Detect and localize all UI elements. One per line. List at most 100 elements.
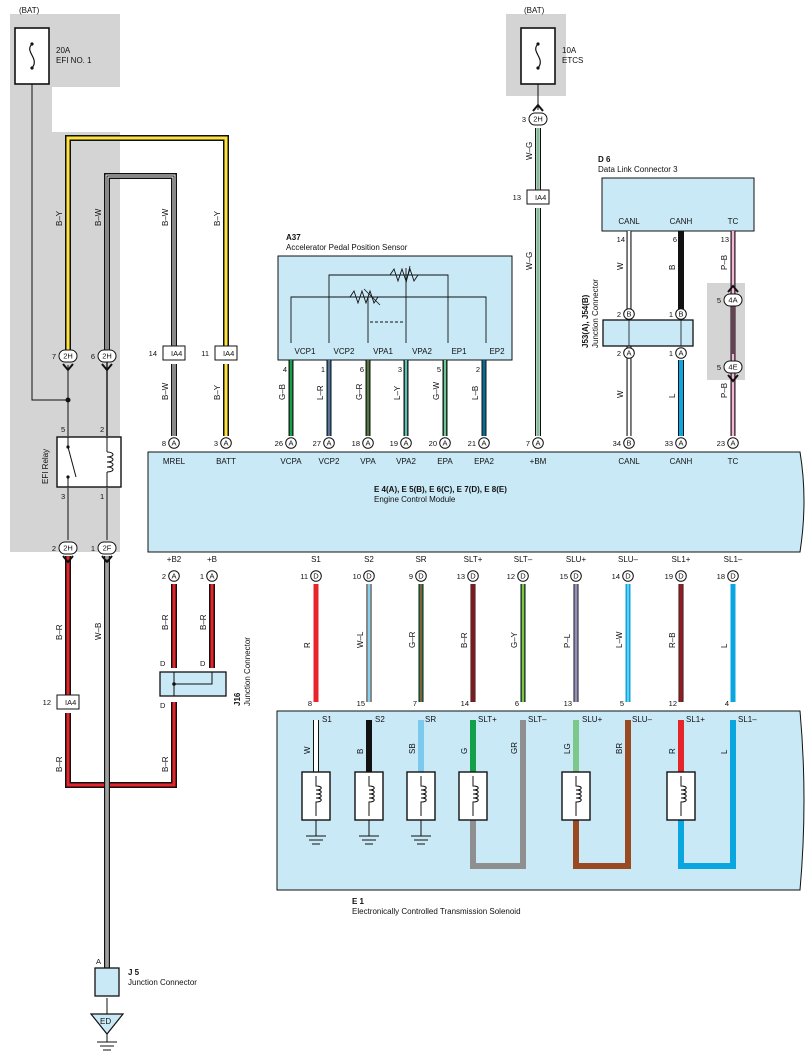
sol-term-5: SLU+ <box>582 715 603 724</box>
term-mrel-pin: 8 <box>162 439 166 448</box>
term-slu-plus-letter: D <box>573 572 579 581</box>
sol-term-1: S2 <box>375 715 385 724</box>
wire-relay-out <box>67 488 108 540</box>
relay-pin2: 2 <box>100 425 104 434</box>
wire-code-34: L <box>720 643 729 648</box>
apps-pin-p5_sensor: 5 <box>437 365 441 374</box>
term-vpa2-letter: A <box>403 439 408 448</box>
wire-code-38: G <box>460 748 469 754</box>
ecm-bottom-6: SLT– <box>514 555 533 564</box>
jc-a2-letter: A <box>626 349 631 358</box>
ecm-top-11: TC <box>728 457 739 466</box>
dlc-pin-14: 14 <box>617 235 625 244</box>
ecm-top-2: VCPA <box>280 457 302 466</box>
ecm-bottom-7: SLU+ <box>566 555 587 564</box>
ecm-top-4: VPA <box>360 457 376 466</box>
wire-code-16: G–R <box>355 383 364 400</box>
apps-name: Accelerator Pedal Position Sensor <box>286 243 408 252</box>
ecm-bottom-10: SL1– <box>724 555 743 564</box>
term-b2: A2 <box>162 570 180 582</box>
term-s1: D11 <box>300 570 322 582</box>
ia4-14: IA4 <box>171 349 182 358</box>
fuse-efi-no1 <box>14 27 50 85</box>
relay-name: EFI Relay <box>41 449 50 484</box>
apps-term-5: EP2 <box>489 347 505 356</box>
wire-code-4: B–W <box>161 382 170 400</box>
wire-code-7: W–B <box>94 623 103 640</box>
wire-code-0: B–Y <box>55 210 64 226</box>
solenoid-coil-2 <box>354 771 384 821</box>
relay-pin1: 1 <box>100 492 104 501</box>
dlc-id: D 6 <box>598 155 611 164</box>
wire-code-2: B–W <box>161 208 170 226</box>
term-batt: A3 <box>214 437 232 449</box>
sol-pin-p8: 8 <box>308 699 312 708</box>
term-vcp2-pin: 27 <box>313 439 321 448</box>
jc-b2-letter: B <box>626 310 631 319</box>
term-sl1-plus-pin: 19 <box>665 572 673 581</box>
ecm-bottom-2: S1 <box>311 555 321 564</box>
conn-2h-6-label: 2H <box>102 352 112 361</box>
wire-code-19: L–B <box>471 386 480 400</box>
sol-pin-p15: 15 <box>357 699 365 708</box>
wire-code-40: LG <box>563 743 572 754</box>
jc53-id: J53(A), J54(B) <box>581 294 590 348</box>
j16-box <box>159 671 227 697</box>
conn-2h-3-label: 2H <box>533 115 543 124</box>
term-slu-minus: D14 <box>612 570 634 582</box>
j16-pin-d3: D <box>160 701 166 710</box>
ia4-11: IA4 <box>223 349 234 358</box>
ia4-connectors <box>56 189 550 710</box>
term-vcpa: A26 <box>275 437 297 449</box>
term-tc-letter: A <box>730 439 735 448</box>
wire-br-b2 <box>65 556 215 788</box>
sol-pin-p6: 6 <box>515 699 519 708</box>
ecm-bottom-9: SL1+ <box>672 555 691 564</box>
conn-2h-7: 2H7 <box>52 349 78 372</box>
term-epa2: A21 <box>468 437 490 449</box>
apps-pin-p6_sensor: 6 <box>360 365 364 374</box>
conn-2h-2-label: 2H <box>63 544 73 553</box>
wire-code-8: B–R <box>55 756 64 772</box>
apps-pin-p4_sensor: 4 <box>283 365 287 374</box>
term-s2-letter: D <box>366 572 372 581</box>
apps-pin-p1_sensor: 1 <box>321 365 325 374</box>
wire-code-39: GR <box>510 742 519 754</box>
j16-pin-d1: D <box>160 659 166 668</box>
relay-pin5: 5 <box>61 425 65 434</box>
term-slu-minus-letter: D <box>625 572 631 581</box>
wire-code-21: B <box>668 265 677 270</box>
term-s1-letter: D <box>313 572 319 581</box>
ecm-bottom-8: SLU– <box>618 555 639 564</box>
solenoid-grounds <box>306 835 431 845</box>
fuse2-name: ETCS <box>562 56 583 65</box>
term-vcp2: A27 <box>313 437 335 449</box>
conn-2h-3: 2H3 <box>522 103 548 126</box>
wire-code-35: W <box>303 746 312 754</box>
apps-pin-p2_sensor: 2 <box>476 365 480 374</box>
term-bm: A7 <box>526 437 544 449</box>
term-tc-pin: 23 <box>717 439 725 448</box>
sol-term-4: SLT– <box>528 715 547 724</box>
term-b2-letter: A <box>171 572 176 581</box>
term-slt-plus-letter: D <box>470 572 476 581</box>
jc-b2-pin: 2 <box>617 310 621 319</box>
term-slt-plus-pin: 13 <box>457 572 465 581</box>
ecm-top-9: CANL <box>618 457 640 466</box>
conn-2h-7-label: 2H <box>63 352 73 361</box>
ecm-bottom-1: +B <box>207 555 217 564</box>
term-sl1-minus-letter: D <box>730 572 736 581</box>
wire-code-18: G–W <box>432 381 441 400</box>
ia4-pin-12: 12 <box>43 698 51 707</box>
sol-term-2: SR <box>425 715 436 724</box>
wire-code-30: G–Y <box>510 631 519 648</box>
sol-term-7: SL1+ <box>686 715 705 724</box>
term-canl-letter: B <box>626 439 631 448</box>
dlc-term-0: CANL <box>618 217 640 226</box>
term-mrel-letter: A <box>171 439 176 448</box>
term-b2-pin: 2 <box>162 572 166 581</box>
term-sl1-minus: D18 <box>717 570 739 582</box>
term-slt-minus-letter: D <box>520 572 526 581</box>
apps-term-0: VCP1 <box>295 347 316 356</box>
term-canl-pin: 34 <box>613 439 621 448</box>
